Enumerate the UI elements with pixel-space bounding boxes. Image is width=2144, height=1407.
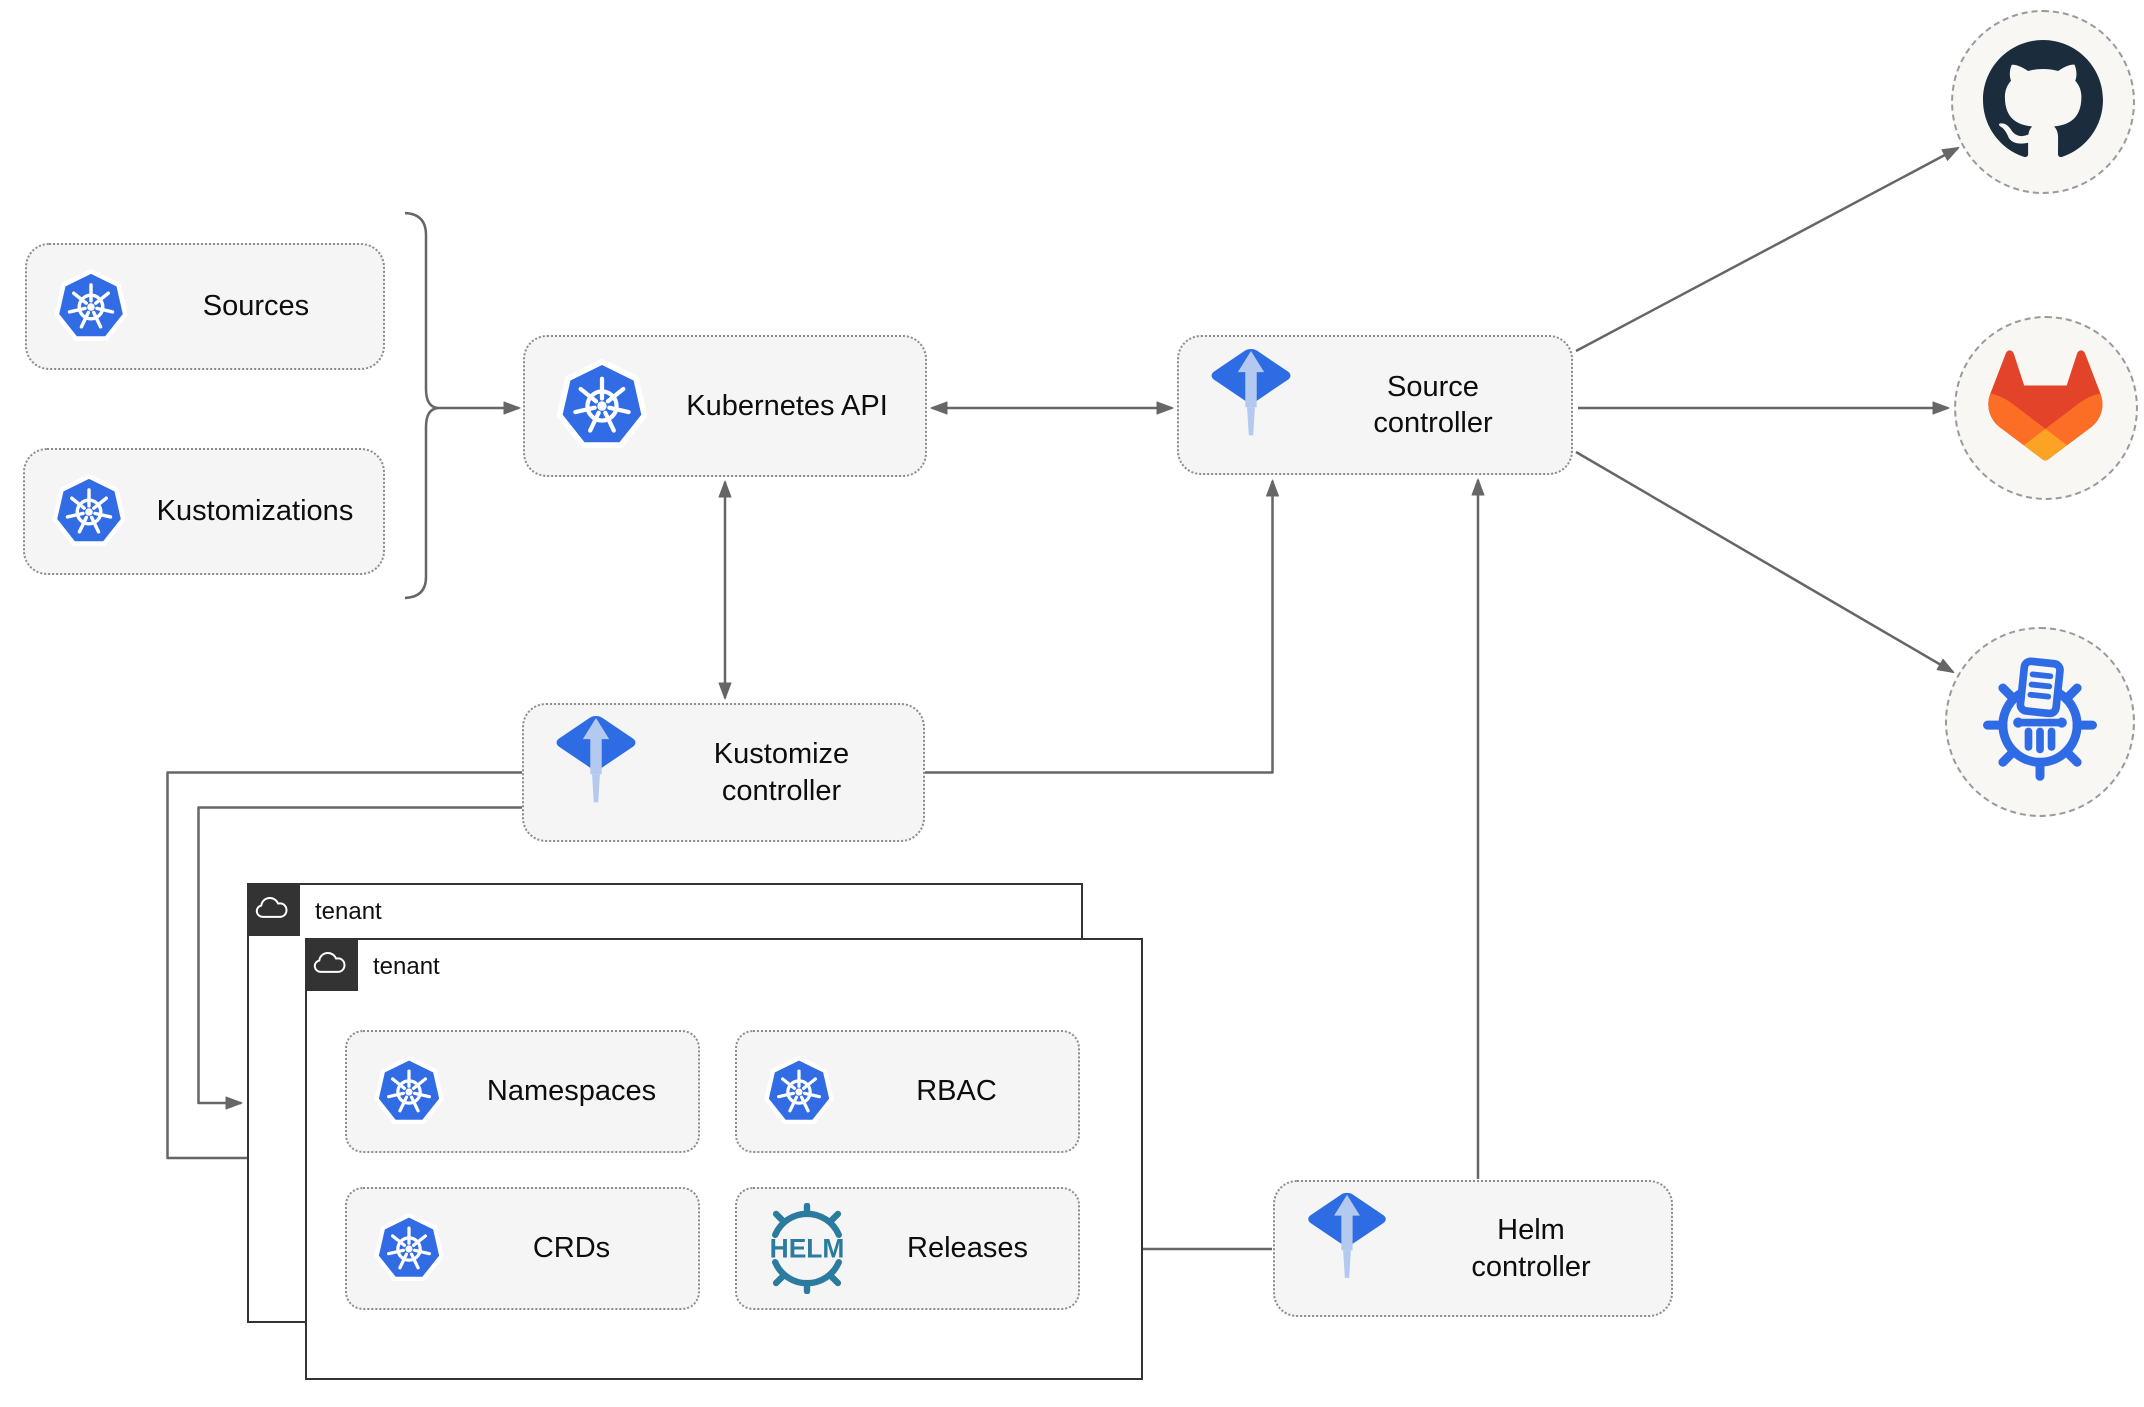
edge-source-controller-to-chartmuseum <box>1575 450 1955 674</box>
edge-kustomize-controller-to-inner-tenant <box>166 771 522 1165</box>
node-namespaces-label: Namespaces <box>486 1075 657 1108</box>
edge-kustomize-controller-to-source-controller <box>925 479 1279 774</box>
kubernetes-icon <box>373 1212 445 1285</box>
edge-source-controller-to-github <box>1575 146 1960 353</box>
tenant-inner-header <box>304 937 358 991</box>
edge-kustomize-controller-to-outer-tenant <box>197 806 522 1110</box>
chartmuseum-icon <box>1976 656 2104 789</box>
node-releases: HELM Releases <box>735 1187 1080 1310</box>
tenant-inner-label: tenant <box>373 952 440 980</box>
github-icon <box>1983 39 2103 165</box>
node-sources-label: Sources <box>202 290 310 323</box>
kubernetes-icon <box>51 473 127 550</box>
cloud-icon <box>313 948 349 981</box>
node-kustomizations-label: Kustomizations <box>156 495 354 528</box>
flux-icon <box>1207 344 1295 467</box>
tenant-inner-box: tenant <box>304 937 1143 1380</box>
node-namespaces: Namespaces <box>345 1030 700 1153</box>
kubernetes-icon <box>373 1055 445 1128</box>
node-kustomize-controller-label: Kustomize controller <box>713 738 850 807</box>
node-kubernetes-api: Kubernetes API <box>523 335 927 477</box>
node-helm-controller: Helm controller <box>1273 1180 1673 1317</box>
node-rbac: RBAC <box>735 1030 1080 1153</box>
endpoint-gitlab <box>1954 316 2138 500</box>
tenant-outer-label: tenant <box>315 897 382 925</box>
node-rbac-label: RBAC <box>916 1075 997 1108</box>
endpoint-chartmuseum <box>1945 627 2135 817</box>
kubernetes-icon <box>763 1055 835 1128</box>
helm-logo-text: HELM <box>770 1234 845 1264</box>
node-crds: CRDs <box>345 1187 700 1310</box>
node-source-controller-label: Source controller <box>1373 370 1493 439</box>
node-helm-controller-label: Helm controller <box>1471 1214 1591 1283</box>
node-crds-label: CRDs <box>532 1232 611 1265</box>
kubernetes-icon <box>53 268 129 345</box>
node-kubernetes-api-label: Kubernetes API <box>686 389 888 422</box>
node-kustomize-controller: Kustomize controller <box>522 703 925 842</box>
node-sources: Sources <box>25 243 385 370</box>
helm-icon: HELM <box>757 1203 857 1294</box>
node-source-controller: Source controller <box>1177 335 1573 475</box>
cloud-icon <box>255 893 291 926</box>
kubernetes-icon <box>555 359 649 453</box>
tenant-outer-header <box>246 882 300 936</box>
flux-icon <box>552 711 640 834</box>
node-releases-label: Releases <box>907 1232 1028 1265</box>
bracket-sources-group <box>404 211 440 600</box>
node-kustomizations: Kustomizations <box>23 448 385 575</box>
flux-icon <box>1303 1188 1391 1309</box>
gitlab-icon <box>1983 343 2109 474</box>
endpoint-github <box>1951 10 2135 194</box>
